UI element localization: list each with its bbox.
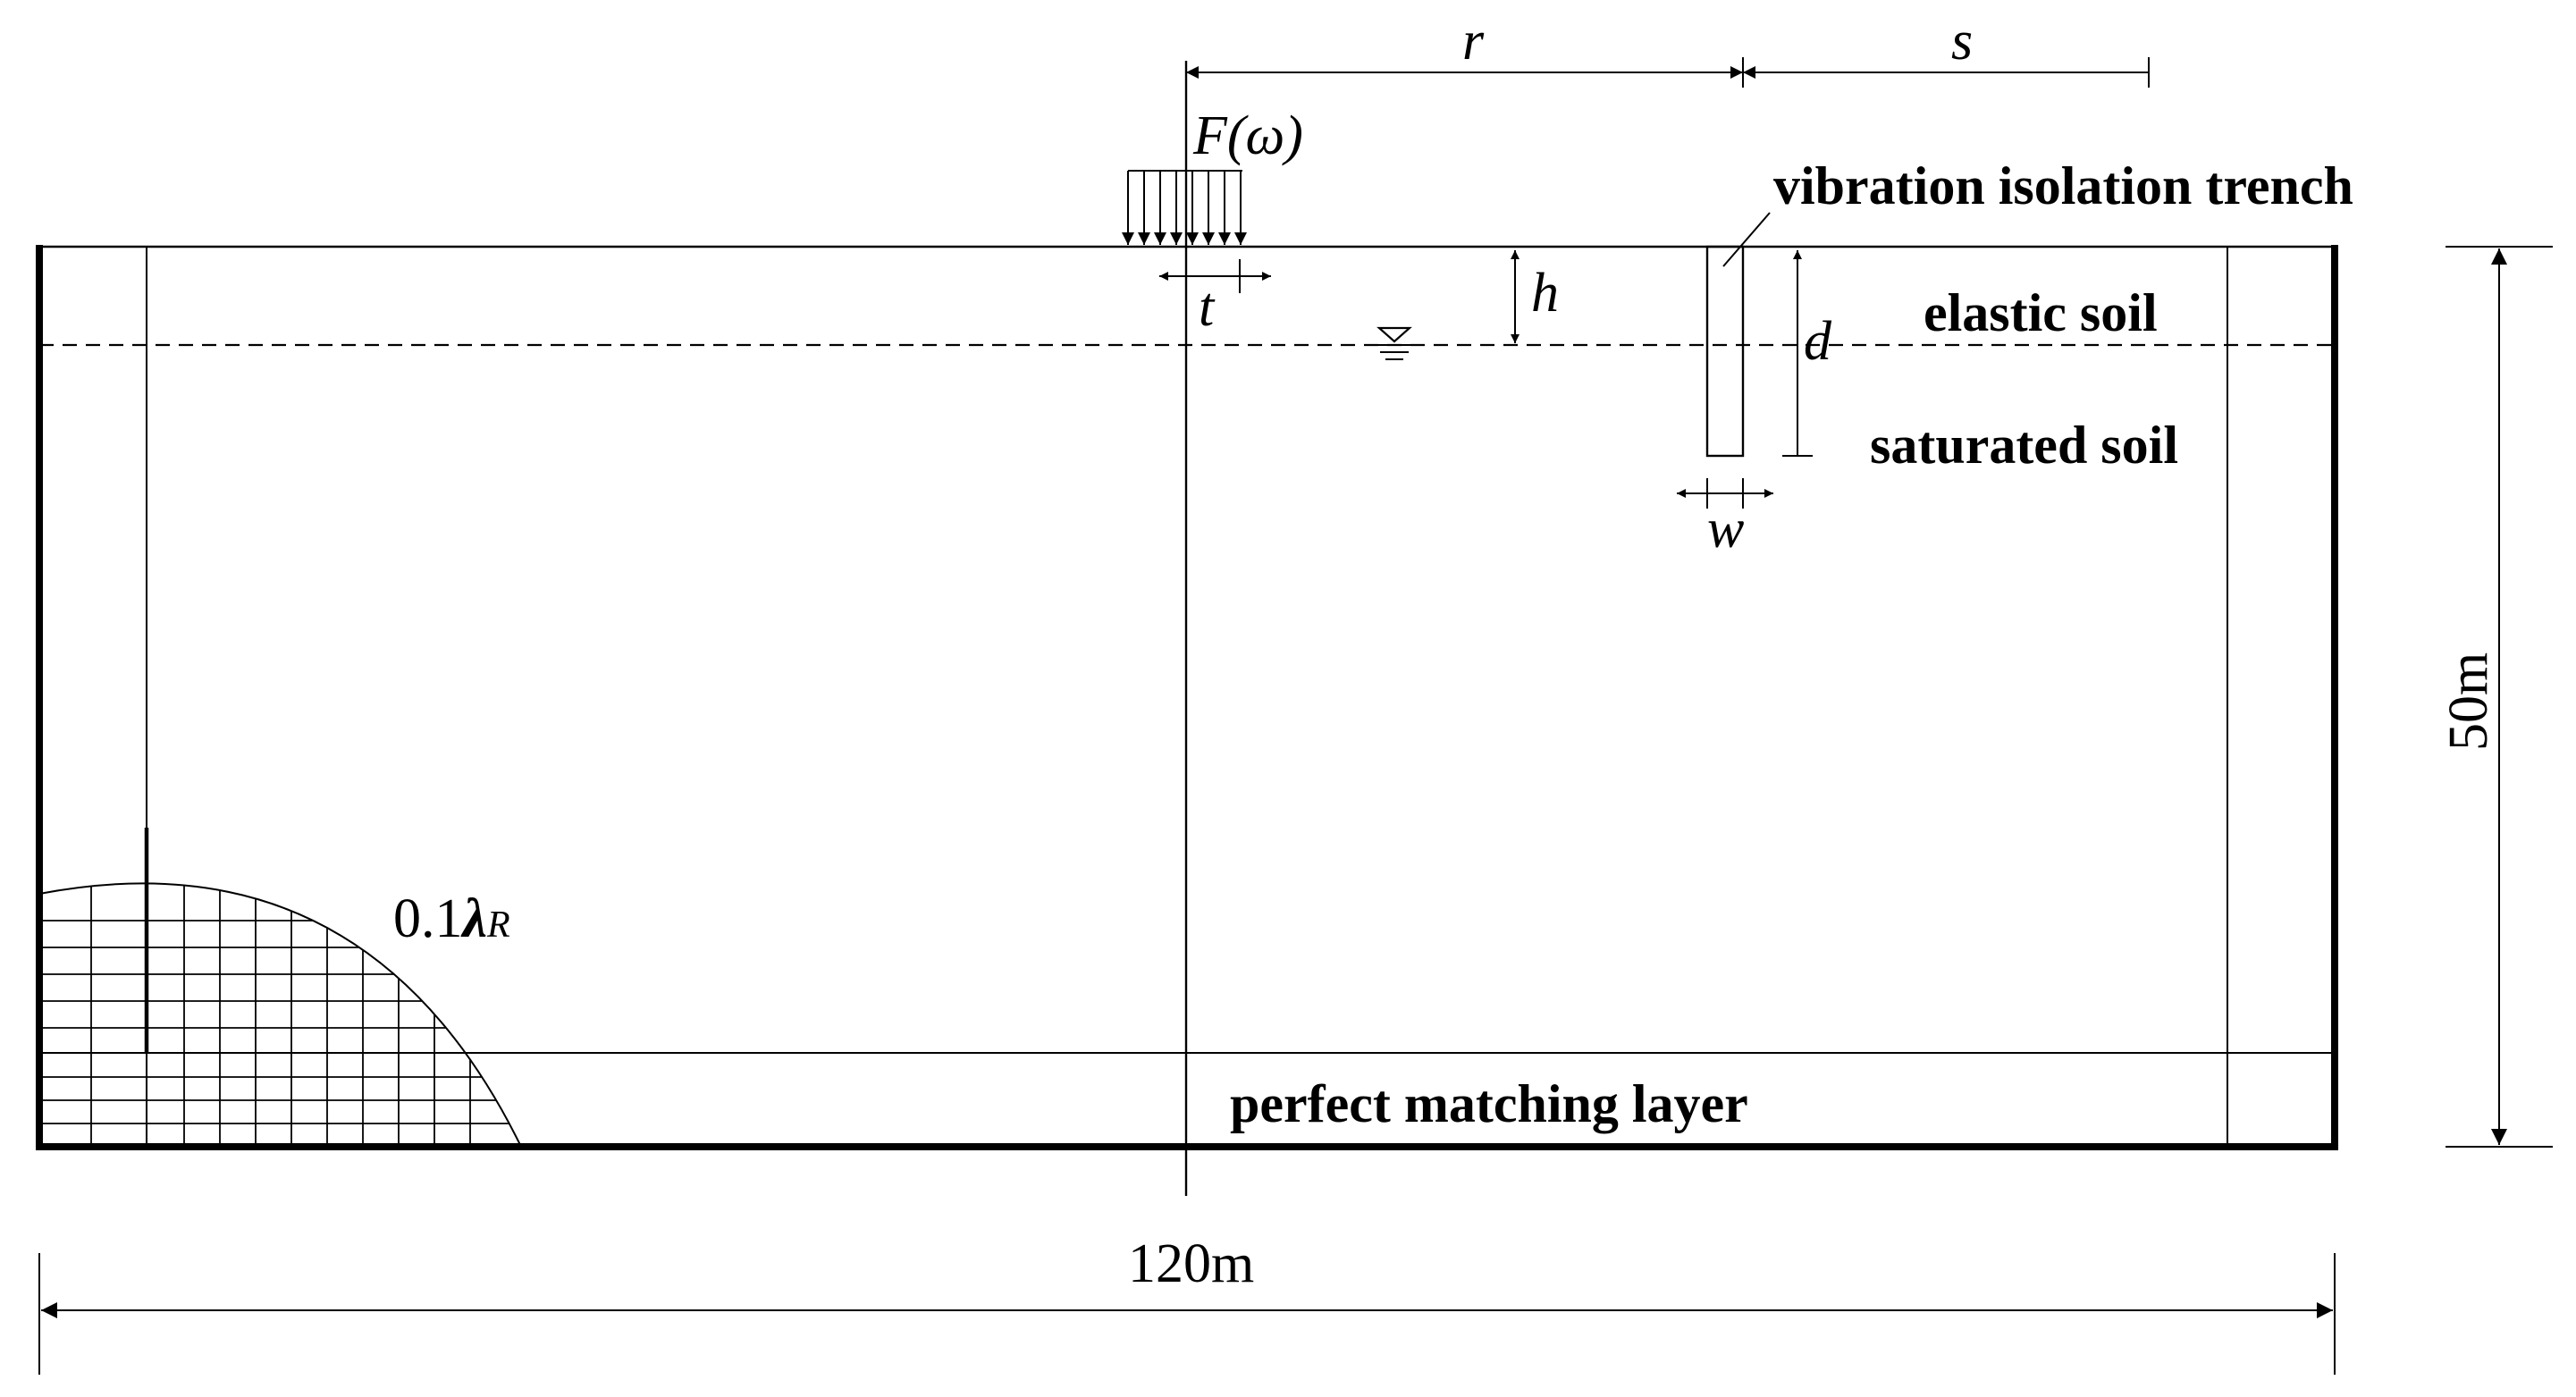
r-label: r <box>1462 11 1485 72</box>
vibration-isolation-trench: vibration isolation trench <box>1705 156 2353 458</box>
mesh-size-subscript: R <box>486 905 510 946</box>
width-dim-label: 120m <box>1128 1233 1254 1294</box>
harmonic-load: F(ω) <box>1122 105 1303 245</box>
h-label: h <box>1531 263 1559 324</box>
trench-body <box>1705 245 1745 458</box>
model-domain <box>36 61 2338 1196</box>
trench-label: vibration isolation trench <box>1773 156 2353 215</box>
mesh-size-label: 0.1λR <box>393 888 510 949</box>
mesh-zone-arc <box>38 882 522 1148</box>
force-label: F(ω) <box>1192 105 1303 166</box>
s-label: s <box>1951 11 1973 72</box>
water-table-symbol <box>1375 326 1414 360</box>
dimension-height: 50m <box>2438 246 2553 1148</box>
mesh-size-value: 0.1 <box>393 888 463 949</box>
dimension-r-s: r s <box>1186 11 2150 88</box>
d-label: d <box>1804 311 1832 372</box>
dimension-d: d <box>1782 250 1832 457</box>
dimension-t: t <box>1159 259 1271 338</box>
trench-leader-line <box>1722 212 1771 267</box>
t-label: t <box>1199 277 1216 338</box>
mesh-zone: 0.1λR <box>38 828 522 1148</box>
dimension-width: 120m <box>38 1233 2336 1375</box>
pml-label: perfect matching layer <box>1230 1074 1748 1133</box>
dimension-h: h <box>1511 250 1559 343</box>
dimension-w: w <box>1677 478 1773 560</box>
mesh-size-symbol: λ <box>460 888 488 949</box>
elastic-soil-label: elastic soil <box>1924 283 2158 342</box>
height-dim-label: 50m <box>2438 652 2499 751</box>
w-label: w <box>1707 499 1744 560</box>
saturated-soil-label: saturated soil <box>1870 416 2178 475</box>
